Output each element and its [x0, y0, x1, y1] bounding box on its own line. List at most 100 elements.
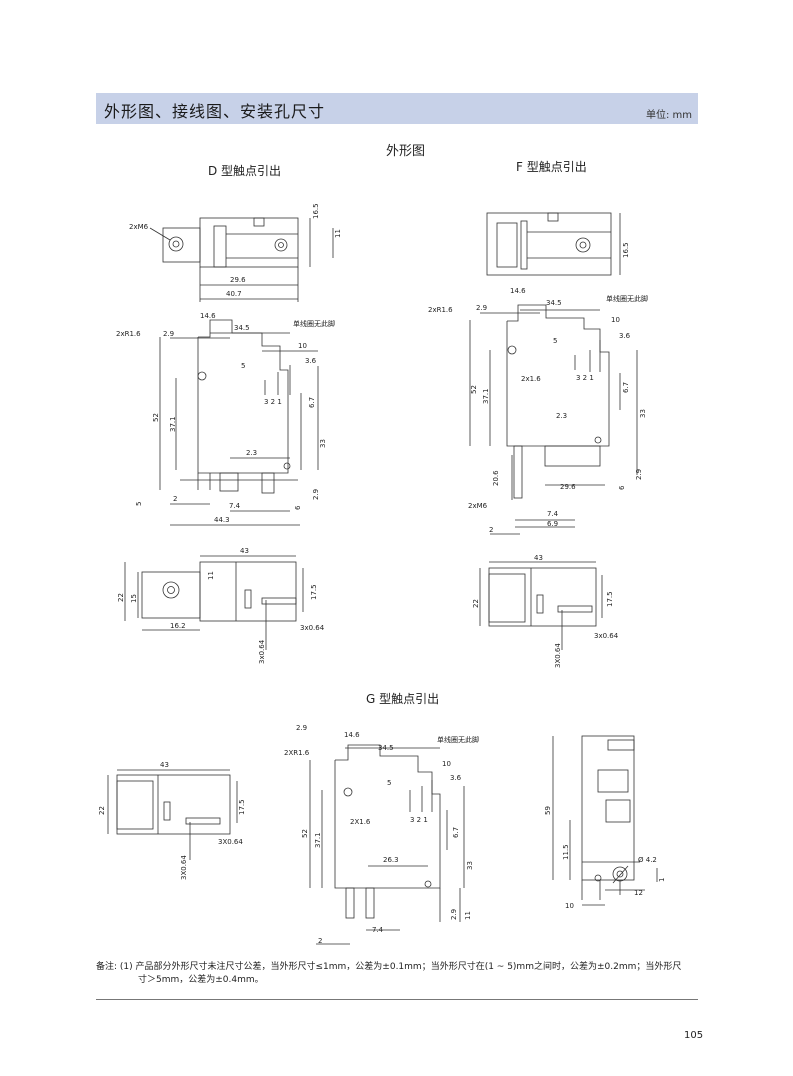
f-r16-label: 2xR1.6 [428, 306, 453, 314]
f-pins-label: 3 2 1 [576, 374, 594, 382]
d-t064b-label: 3x0.64 [300, 624, 325, 632]
d-h11b-label: 11 [207, 571, 215, 580]
d-d443-label: 44.3 [214, 516, 230, 524]
g-h115-label: 11.5 [562, 844, 570, 860]
g-h59-label: 59 [544, 806, 552, 815]
d-h11-label: 11 [334, 229, 342, 238]
d-h67-label: 6.7 [308, 397, 316, 408]
g-front-view [552, 735, 658, 906]
main-title: 外形图 [386, 144, 426, 159]
d-bottom-view [124, 555, 304, 650]
section-f-title: F 型触点引出 [516, 160, 587, 174]
footnote: 备注: (1) 产品部分外形尺寸未注尺寸公差，当外形尺寸≤1mm，公差为±0.1… [96, 961, 706, 987]
page-number: 105 [684, 1030, 704, 1041]
f-d69-label: 6.9 [547, 520, 558, 528]
f-bottom-view [479, 561, 603, 650]
g-d29-label: 2.9 [296, 724, 307, 732]
f-h52-label: 52 [470, 385, 478, 394]
g-d5-label: 5 [387, 779, 391, 787]
f-d23-label: 2.3 [556, 412, 567, 420]
f-coil-label: 单线圈无此脚 [606, 294, 648, 303]
f-top-view [486, 212, 621, 276]
g-phi-label: Ø 4.2 [638, 856, 657, 864]
d-w43-label: 43 [240, 547, 249, 555]
f-t064b-label: 3X0.64 [554, 643, 562, 668]
d-h52-label: 52 [152, 413, 160, 422]
g-one-label: 1 [658, 878, 666, 882]
d-d146-label: 14.6 [200, 312, 216, 320]
d-d10-label: 10 [298, 342, 307, 350]
g-d36-label: 3.6 [450, 774, 462, 782]
d-h371-label: 37.1 [169, 416, 177, 432]
g-w43-label: 43 [160, 761, 169, 769]
f-h33-label: 33 [639, 409, 647, 418]
d-h6-label: 6 [294, 505, 302, 510]
d-w162-label: 16.2 [170, 622, 186, 630]
g-d74-label: 7.4 [372, 926, 384, 934]
f-d74-label: 7.4 [547, 510, 559, 518]
d-coil-label: 单线圈无此脚 [293, 319, 335, 328]
g-h175-label: 17.5 [238, 799, 246, 815]
f-h371-label: 37.1 [482, 388, 490, 404]
f-h6-label: 6 [618, 485, 626, 490]
dimension-labels: 2xM6 29.6 40.7 16.5 11 14.6 34.5 2xR1.6 … [98, 203, 666, 945]
f-d36-label: 3.6 [619, 332, 631, 340]
d-m6-label: 2xM6 [129, 223, 149, 231]
section-header-bar: 外形图、接线图、安装孔尺寸 单位: mm [96, 93, 698, 124]
d-h165-label: 16.5 [312, 203, 320, 219]
g-d146-label: 14.6 [344, 731, 360, 739]
footnote-line-2: 寸＞5mm，公差为±0.4mm。 [138, 975, 264, 985]
f-d10-label: 10 [611, 316, 620, 324]
footnote-line-1: 备注: (1) 产品部分外形尺寸未注尺寸公差，当外形尺寸≤1mm，公差为±0.1… [96, 962, 682, 972]
section-g-title: G 型触点引出 [366, 692, 440, 706]
f-d29-label: 2.9 [476, 304, 487, 312]
d-pins-label: 3 2 1 [264, 398, 282, 406]
g-h22-label: 22 [98, 806, 106, 815]
g-side-view [309, 744, 465, 945]
d-h175-label: 17.5 [310, 584, 318, 600]
d-d23-label: 2.3 [246, 449, 257, 457]
d-h5-label: 5 [135, 502, 143, 506]
f-h206-label: 20.6 [492, 470, 500, 486]
d-h22-label: 22 [117, 593, 125, 602]
g-h29-label: 2.9 [450, 909, 458, 920]
g-d345-label: 34.5 [378, 744, 394, 752]
d-side-view [159, 319, 319, 526]
f-side-view [469, 304, 638, 535]
d-d74-label: 7.4 [229, 502, 241, 510]
d-w407-label: 40.7 [226, 290, 242, 298]
f-h175-label: 17.5 [606, 591, 614, 607]
f-w43-label: 43 [534, 554, 543, 562]
d-top-view [149, 217, 334, 302]
f-t064a-label: 3x0.64 [594, 632, 619, 640]
f-h67-label: 6.7 [622, 382, 630, 393]
section-title: 外形图、接线图、安装孔尺寸 [104, 102, 326, 121]
unit-label: 单位: mm [645, 110, 692, 121]
d-d2-label: 2 [173, 495, 177, 503]
d-d36-label: 3.6 [305, 357, 317, 365]
f-d296-label: 29.6 [560, 483, 576, 491]
d-d5-label: 5 [241, 362, 245, 370]
g-t064b-label: 3X0.64 [180, 855, 188, 880]
g-h67-label: 6.7 [452, 827, 460, 838]
section-d-title: D 型触点引出 [208, 164, 282, 178]
f-d2-label: 2 [489, 526, 493, 534]
f-d146-label: 14.6 [510, 287, 526, 295]
d-h33-label: 33 [319, 439, 327, 448]
g-d10-label: 10 [442, 760, 451, 768]
d-w296-label: 29.6 [230, 276, 246, 284]
g-h371-label: 37.1 [314, 832, 322, 848]
g-h52-label: 52 [301, 829, 309, 838]
g-coil-label: 单线圈无此脚 [437, 735, 479, 744]
f-x16-label: 2x1.6 [521, 375, 541, 383]
g-d263-label: 26.3 [383, 856, 399, 864]
d-d345-label: 34.5 [234, 324, 250, 332]
f-h165-label: 16.5 [622, 242, 630, 258]
g-r16-label: 2XR1.6 [284, 749, 310, 757]
f-m6-label: 2xM6 [468, 502, 488, 510]
f-h22-label: 22 [472, 599, 480, 608]
g-bottom-view [107, 769, 238, 860]
g-d2-label: 2 [318, 937, 322, 945]
g-d10b-label: 10 [565, 902, 574, 910]
